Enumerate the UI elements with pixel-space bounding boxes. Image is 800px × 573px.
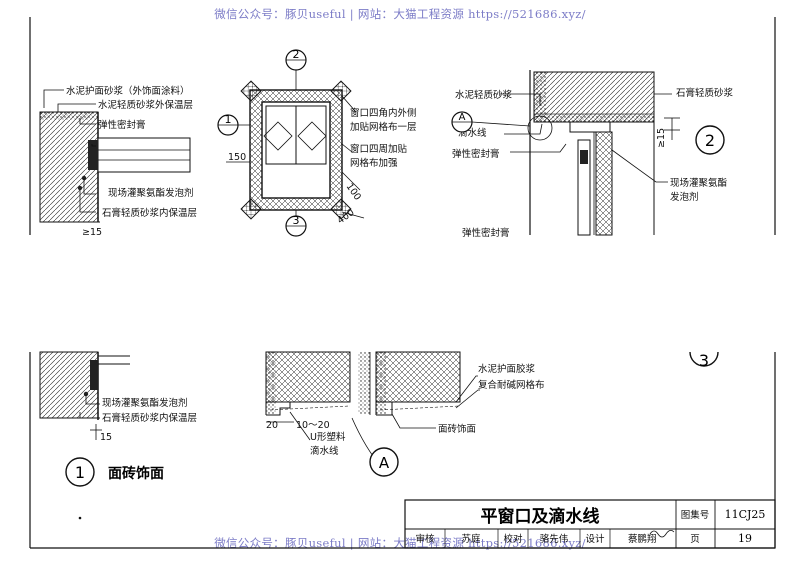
- d1-caption: 面砖饰面: [108, 465, 164, 482]
- title-block-title: 平窗口及滴水线: [481, 506, 600, 527]
- d1-label-0: 水泥护面砂浆（外饰面涂料）: [66, 85, 190, 97]
- d1-label-1: 水泥轻质砂浆外保温层: [98, 99, 193, 111]
- title-atlas-no: 11CJ25: [725, 508, 766, 521]
- detail1-leaders: [43, 89, 96, 213]
- watermark-top: 微信公众号：豚贝useful | 网站：大猫工程资源 https://52168…: [214, 7, 586, 21]
- elev-note2-line1: 窗口四周加贴: [350, 143, 408, 155]
- d1-label-3: 现场灌聚氨酯发泡剂: [108, 187, 194, 199]
- d1-tag: 1: [75, 463, 85, 482]
- detail1-lower-section: [39, 351, 130, 420]
- title-name-1: 骆先伟: [540, 533, 569, 545]
- elev-tag-left: 1: [225, 113, 232, 126]
- detailA-tag: A: [369, 447, 399, 477]
- dA-tag3: 3: [699, 351, 709, 370]
- title-role-1: 校对: [503, 533, 523, 545]
- d1-label-4: 石膏轻质砂浆内保温层: [102, 207, 197, 219]
- tag-2-circle: 2: [285, 48, 307, 71]
- dA-label-0: 水泥护面胶浆: [478, 363, 536, 375]
- detail1-wall-section: [39, 111, 191, 223]
- d1-bottom-label-1: 石膏轻质砂浆内保温层: [102, 412, 197, 424]
- d2-label-right-0: 现场灌聚氨酯: [670, 177, 728, 189]
- dA-dim-10-20: 10～20: [296, 420, 330, 431]
- d2-label-left-2: 弹性密封膏: [452, 148, 500, 160]
- detail2-tag: 2: [695, 125, 725, 155]
- title-role-2: 设计: [585, 533, 605, 545]
- detail1-tag: 1: [65, 457, 95, 487]
- d2-tag: 2: [705, 131, 715, 150]
- dA-note-u: U形塑料: [310, 431, 346, 443]
- elev-note1-line1: 窗口四角内外侧: [350, 107, 417, 119]
- d1-bottom-label-0: 现场灌聚氨酯发泡剂: [102, 397, 188, 409]
- dA-label-1: 复合耐碱网格布: [478, 379, 545, 391]
- detail2-section: [529, 70, 655, 236]
- title-name-0: 苏庭: [461, 533, 481, 545]
- elev-dim-150: 150: [228, 152, 246, 163]
- elevation-leaders: [226, 95, 365, 219]
- d2-ref-tag: A: [459, 112, 466, 123]
- d2-label-right-1: 发泡剂: [670, 191, 699, 203]
- title-page-label: 页: [690, 534, 700, 545]
- signature-scribble: [649, 530, 675, 538]
- d2-label-left-0: 水泥轻质砂浆: [455, 89, 513, 101]
- dA-dim-20: 20: [266, 420, 278, 431]
- title-role-0: 审核: [415, 533, 435, 545]
- d1-label-2: 弹性密封膏: [98, 119, 146, 131]
- d2-dim: ≥15: [656, 128, 667, 148]
- elev-tag-bottom: 3: [293, 214, 300, 227]
- detail2-ref-A: A: [451, 111, 553, 141]
- title-atlas-label: 图集号: [681, 509, 710, 521]
- stray-dot: [78, 516, 82, 520]
- watermark-bottom: 微信公众号：豚贝useful | 网站：大猫工程资源 https://52168…: [214, 536, 586, 550]
- detail2-leaders: [500, 93, 680, 183]
- d1-dim-top: ≥15: [82, 227, 102, 238]
- elev-dim-100: 100: [344, 181, 363, 202]
- window-elevation: [240, 80, 352, 220]
- d1-dim-bottom: 15: [100, 432, 112, 443]
- dA-tag: A: [379, 454, 390, 472]
- elev-note1-line2: 加贴网格布一层: [350, 121, 417, 133]
- elev-note2-line2: 网格布加强: [350, 157, 398, 169]
- d2-cut-text: 弹性密封膏: [462, 227, 510, 239]
- detailA-section: [265, 351, 461, 416]
- d2-label-right-top: 石膏轻质砂浆: [676, 87, 734, 99]
- dA-note-u2: 滴水线: [310, 445, 339, 457]
- title-page-no: 19: [738, 532, 752, 545]
- title-block: [404, 499, 776, 549]
- tag-1-circle: 1: [217, 113, 239, 136]
- title-name-2: 蔡鹏翔: [628, 533, 657, 545]
- elev-tag-top: 2: [293, 48, 300, 61]
- detail1-lower-leaders: [79, 394, 102, 440]
- tag-3-large: 3: [689, 351, 719, 370]
- dA-label-tile: 面砖饰面: [438, 423, 476, 435]
- tag-3-circle: 3: [285, 214, 307, 237]
